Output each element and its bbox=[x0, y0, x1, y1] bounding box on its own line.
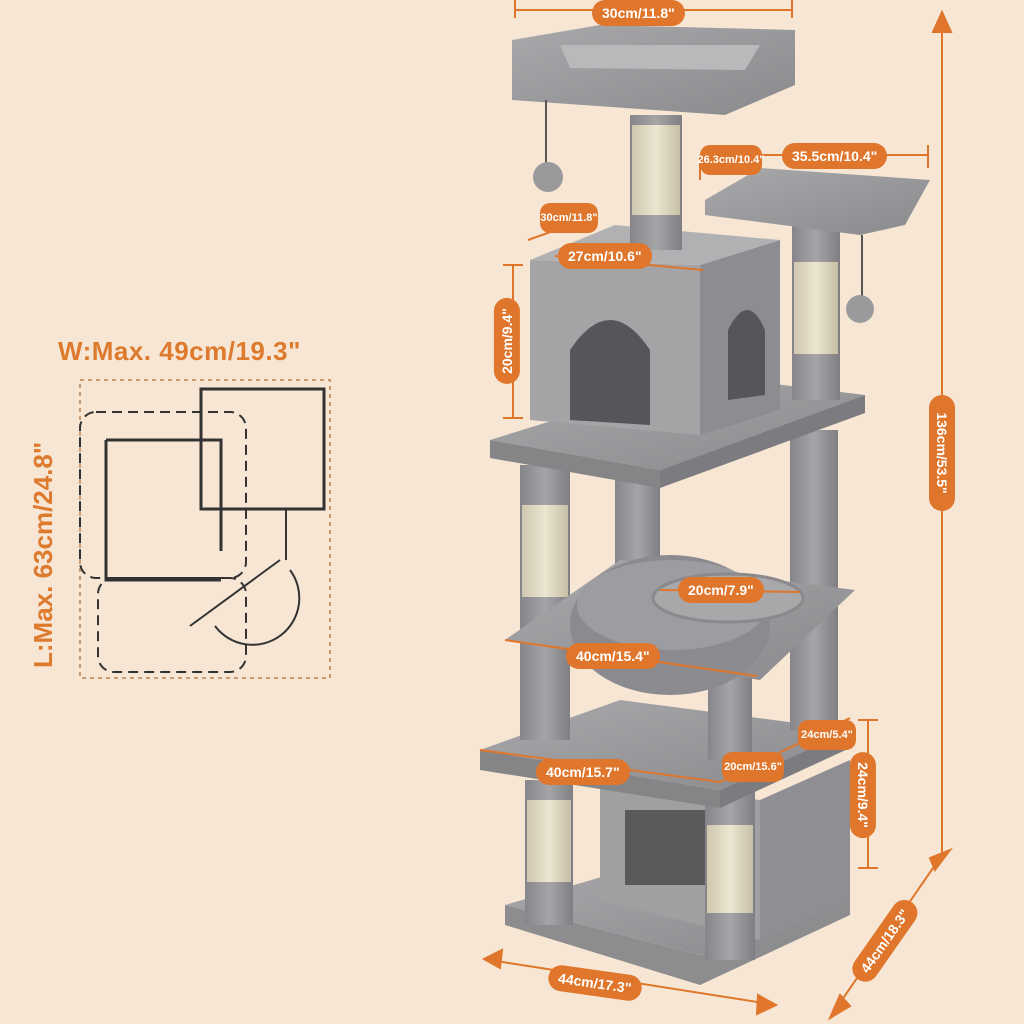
top-perch-width-label: 30cm/11.8" bbox=[592, 0, 685, 26]
lower-condo-depth-label: 20cm/15.6" bbox=[722, 752, 784, 782]
lower-condo-height-label: 24cm/9.4" bbox=[849, 752, 876, 838]
total-height-label: 136cm/53.5" bbox=[929, 395, 955, 511]
footprint-width-label: W:Max. 49cm/19.3" bbox=[58, 336, 301, 366]
lower-condo-side-label: 24cm/5.4" bbox=[798, 720, 856, 750]
upper-condo-height-label: 20cm/9.4" bbox=[493, 298, 520, 384]
lower-platform-width-label: 40cm/15.7" bbox=[536, 759, 630, 785]
upper-condo-width-label: 27cm/10.6" bbox=[558, 243, 652, 269]
side-perch-width-label: 35.5cm/10.4" bbox=[782, 143, 888, 169]
small-perch-width-label: 20cm/7.9" bbox=[678, 577, 764, 603]
side-perch-depth-label: 26.3cm/10.4" bbox=[698, 145, 765, 175]
upper-condo-depth-label: 30cm/11.8" bbox=[540, 203, 598, 233]
middle-platform-width-label: 40cm/15.4" bbox=[566, 643, 660, 669]
